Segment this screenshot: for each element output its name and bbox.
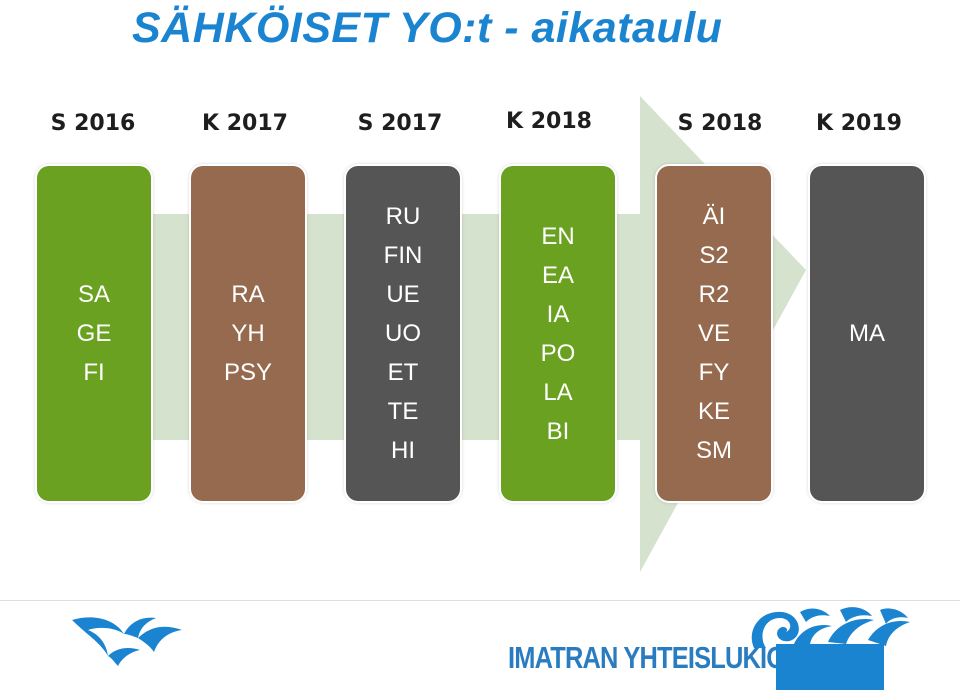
subject-label: LA [543, 378, 573, 406]
subject-label: UE [386, 281, 420, 308]
page-title: SÄHKÖISET YO:t - aikataulu [132, 4, 723, 52]
subject-label: PO [540, 339, 576, 367]
subject-label: KE [697, 398, 730, 425]
subject-box: RA YH PSY [191, 166, 305, 501]
term-label: S 2017 [357, 111, 443, 136]
subject-label: EN [541, 222, 575, 250]
subject-box: SA GE FI [37, 166, 151, 501]
subject-label: BI [546, 417, 570, 445]
subject-label: EA [541, 261, 574, 289]
subject-box: MA [810, 166, 924, 501]
subject-label: SA [77, 281, 110, 308]
term-label: K 2018 [506, 109, 592, 134]
wave-bird-logo-icon [72, 617, 182, 666]
term-label: S 2018 [677, 111, 763, 136]
subject-label: RU [385, 203, 421, 230]
subject-box: EN EA IA PO LA BI [501, 166, 615, 501]
subject-label: IA [546, 300, 570, 328]
term-label: K 2019 [816, 111, 902, 136]
subject-label: TE [387, 398, 419, 425]
subject-label: ÄI [702, 203, 726, 230]
subject-label: FY [698, 359, 730, 386]
term-label: S 2016 [50, 111, 136, 136]
footer-divider [0, 600, 960, 601]
term-label: K 2017 [202, 111, 288, 136]
subject-label: S2 [699, 242, 729, 269]
subject-label: HI [391, 437, 415, 464]
subject-label: ET [387, 359, 419, 386]
subject-label: FIN [383, 242, 423, 269]
wave-crest-logo-icon [751, 607, 910, 690]
timeline-arrow [150, 96, 806, 572]
subject-label: FI [83, 359, 105, 386]
subject-label: RA [231, 281, 265, 308]
subject-label: GE [76, 320, 112, 347]
subject-label: MA [849, 320, 885, 347]
subject-label: PSY [223, 359, 273, 386]
subject-label: VE [697, 320, 730, 347]
subject-label: UO [385, 320, 421, 347]
subject-label: YH [231, 320, 265, 347]
school-logo-text: IMATRAN YHTEISLUKIO [508, 640, 786, 675]
subject-label: R2 [698, 281, 730, 308]
subject-label: SM [696, 437, 732, 464]
subject-box: RU FIN UE UO ET TE HI [346, 166, 460, 501]
